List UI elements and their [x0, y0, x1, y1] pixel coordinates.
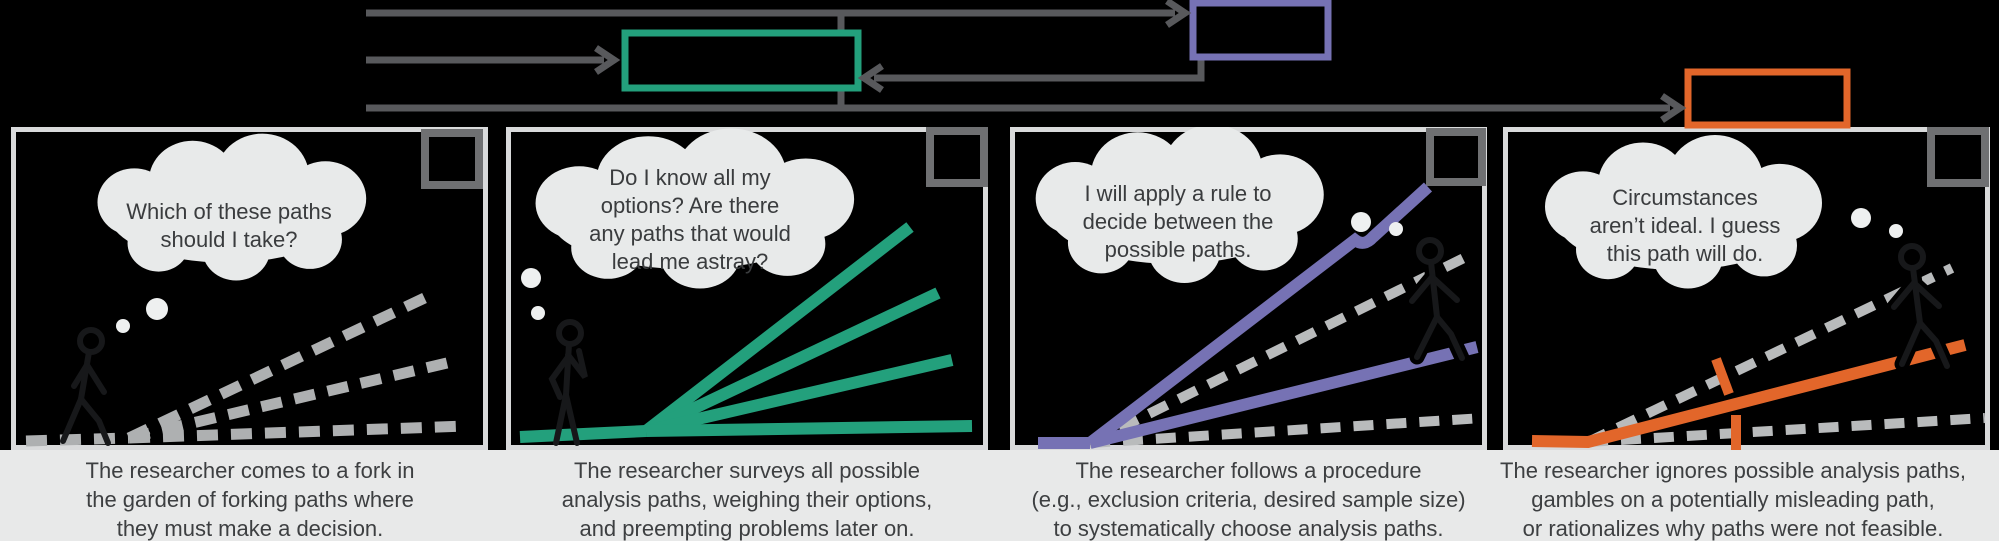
corner-box	[421, 129, 483, 189]
arrowhead-left-icon	[857, 63, 884, 93]
settle-box	[1684, 68, 1851, 129]
thought-line: I will apply a rule to	[1084, 181, 1272, 206]
panel-survey	[506, 127, 988, 450]
stick-figure-thinking	[548, 319, 588, 446]
path-block-ticks	[1711, 357, 1741, 450]
thought-line: possible paths.	[1104, 237, 1252, 262]
thought-text-procedure: I will apply a rule to decide between th…	[1043, 180, 1313, 264]
thought-line: should I take?	[160, 227, 298, 252]
stick-figure-walking	[1891, 243, 1950, 369]
caption-fork: The researcher comes to a fork in the ga…	[15, 456, 485, 541]
caption-line: the garden of forking paths where	[86, 487, 414, 512]
thought-text-survey: Do I know all my options? Are there any …	[540, 164, 840, 276]
caption-line: gambles on a potentially misleading path…	[1531, 487, 1935, 512]
arrowhead-right-icon	[1165, 0, 1192, 28]
thought-line: aren’t ideal. I guess	[1589, 213, 1781, 238]
stick-figure-walking	[1409, 237, 1465, 361]
corner-box	[1426, 128, 1486, 186]
thought-dots	[521, 268, 545, 320]
arrowhead-right-icon	[594, 45, 621, 75]
thought-text-fork: Which of these paths should I take?	[93, 198, 365, 254]
caption-survey: The researcher surveys all possible anal…	[506, 456, 988, 541]
flow-feedback-elbow	[874, 57, 1205, 82]
thought-line: lead me astray?	[611, 249, 769, 274]
caption-line: they must make a decision.	[116, 516, 384, 541]
caption-line: analysis paths, weighing their options,	[561, 487, 933, 512]
caption-strip	[0, 450, 1999, 541]
caption-line: and preempting problems later on.	[579, 516, 915, 541]
corner-box	[1927, 127, 1989, 187]
thought-dots	[1351, 212, 1403, 236]
caption-line: (e.g., exclusion criteria, desired sampl…	[1031, 487, 1466, 512]
caption-procedure: The researcher follows a procedure (e.g.…	[995, 456, 1502, 541]
thought-dots	[1851, 208, 1903, 238]
caption-line: The researcher ignores possible analysis…	[1500, 458, 1966, 483]
panel-fork	[11, 127, 488, 450]
corner-box	[926, 127, 988, 187]
thought-dots	[116, 298, 168, 333]
flow-lines	[366, 9, 1670, 112]
green-paths	[519, 222, 973, 443]
panel-settle	[1503, 127, 1990, 450]
thought-line: decide between the	[1082, 209, 1274, 234]
arrowheads	[594, 0, 1687, 123]
thought-text-settle: Circumstances aren’t ideal. I guess this…	[1553, 184, 1817, 268]
orange-path	[1531, 339, 1967, 449]
thought-line: any paths that would	[589, 221, 791, 246]
caption-settle: The researcher ignores possible analysis…	[1467, 456, 1999, 541]
thought-line: this path will do.	[1606, 241, 1764, 266]
dashed-paths	[1585, 263, 1986, 447]
caption-line: The researcher comes to a fork in	[85, 458, 415, 483]
arrowhead-right-icon	[1660, 93, 1687, 123]
caption-line: The researcher surveys all possible	[573, 458, 921, 483]
dashed-paths	[25, 288, 468, 447]
thought-line: Circumstances	[1612, 185, 1758, 210]
panel-procedure	[1010, 127, 1487, 450]
decision-box	[1189, 0, 1332, 61]
thought-line: Do I know all my	[609, 165, 771, 190]
stick-figure-walking	[60, 327, 111, 446]
thought-line: Which of these paths	[126, 199, 332, 224]
dashed-paths	[1087, 250, 1484, 448]
thought-line: options? Are there	[600, 193, 780, 218]
caption-line: to systematically choose analysis paths.	[1053, 516, 1444, 541]
survey-box	[621, 29, 862, 92]
caption-line: The researcher follows a procedure	[1075, 458, 1422, 483]
caption-line: or rationalizes why paths were not feasi…	[1522, 516, 1944, 541]
